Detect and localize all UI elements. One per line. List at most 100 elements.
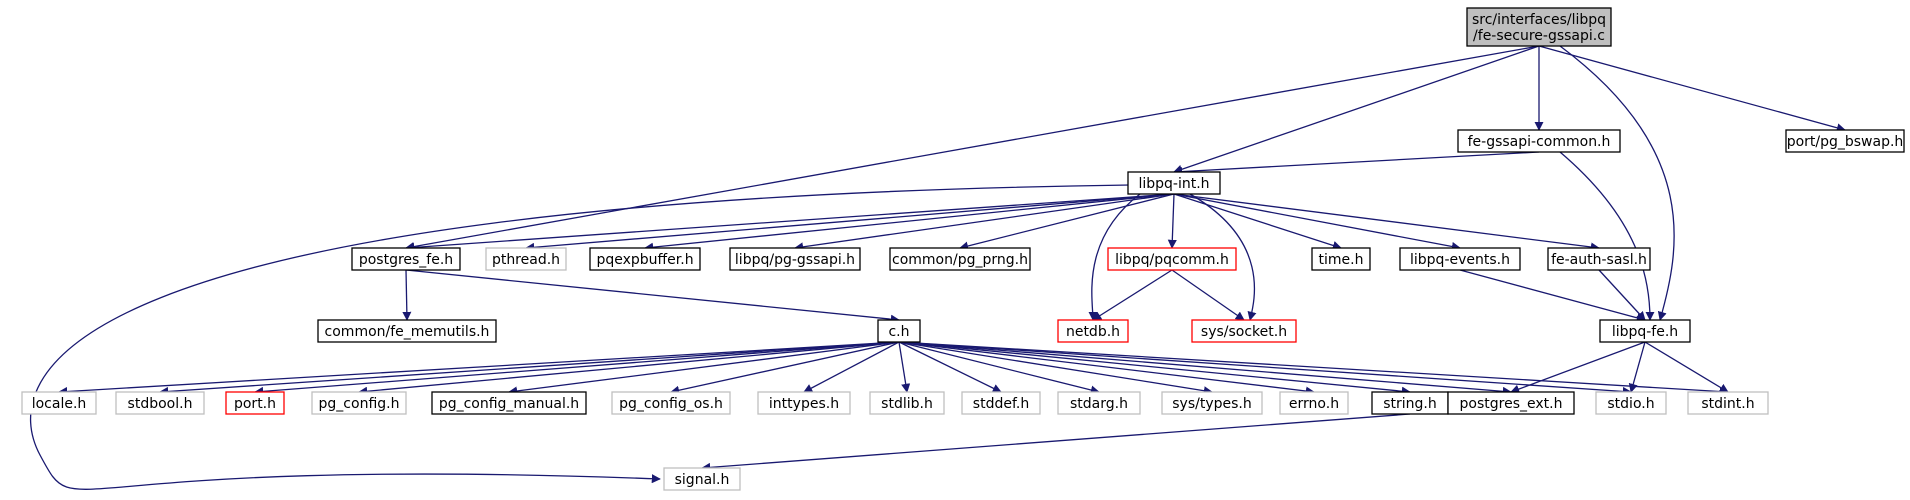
node-box: [757, 391, 851, 415]
node-box: [115, 391, 205, 415]
edge-libpq-int-to-signal: [29, 184, 1131, 490]
edge-c-h-to-errno: [898, 341, 1315, 396]
node-pg-config-manual[interactable]: pg_config_manual.h: [431, 391, 587, 415]
node-label: postgres_ext.h: [1460, 396, 1563, 412]
edge-libpq-int-to-fe-auth-sasl: [1173, 193, 1600, 252]
node-pg-config-os: pg_config_os.h: [611, 391, 731, 415]
node-postgres-ext[interactable]: postgres_ext.h: [1447, 391, 1575, 415]
node-common-pg-prng[interactable]: common/pg_prng.h: [889, 247, 1031, 271]
node-box: [1127, 171, 1221, 195]
node-box: [1057, 391, 1141, 415]
edge-fe-gssapi-common-to-libpq-fe: [1559, 151, 1655, 321]
node-common-fe-memutils[interactable]: common/fe_memutils.h: [317, 319, 497, 343]
edge-libpq-int-to-pqexpbuffer: [644, 193, 1175, 252]
node-label: stddef.h: [973, 396, 1029, 412]
node-stdbool: stdbool.h: [115, 391, 205, 415]
node-box: [961, 391, 1041, 415]
node-label: signal.h: [675, 472, 730, 488]
node-box: [351, 247, 461, 271]
node-box: [1399, 247, 1521, 271]
edge-c-h-to-locale: [58, 341, 900, 397]
edge-libpq-int-to-common-pg-prng: [959, 193, 1175, 251]
node-box: [1687, 391, 1769, 415]
edge-fe-gssapi-common-to-libpq-int: [1173, 151, 1540, 177]
node-pqexpbuffer[interactable]: pqexpbuffer.h: [589, 247, 701, 271]
node-label: stdlib.h: [881, 396, 933, 412]
node-box: [1457, 129, 1621, 153]
node-label: pthread.h: [492, 252, 560, 268]
node-libpq-pg-gssapi[interactable]: libpq/pg-gssapi.h: [729, 247, 861, 271]
edge-libpq-int-to-libpq-pg-gssapi: [794, 193, 1175, 252]
node-libpq-fe[interactable]: libpq-fe.h: [1599, 319, 1691, 343]
edge-libpq-int-to-netdb: [1088, 193, 1141, 321]
edge-root-to-libpq-int: [1173, 45, 1540, 174]
node-c-h[interactable]: c.h: [877, 319, 921, 343]
edge-libpq-int-to-postgres-fe: [405, 193, 1175, 252]
edge-root-to-postgres-fe: [405, 45, 1540, 252]
edge-c-h-to-inttypes: [803, 341, 900, 393]
edge-c-h-to-port-h: [254, 341, 900, 396]
edge-c-h-to-stdio: [898, 341, 1632, 396]
node-label: string.h: [1383, 396, 1437, 412]
node-label: /fe-secure-gssapi.c: [1473, 28, 1605, 44]
edge-c-h-to-stdarg: [898, 341, 1100, 395]
edge-c-h-to-string-h: [898, 341, 1411, 396]
node-string-h[interactable]: string.h: [1371, 391, 1449, 415]
node-box: [431, 391, 587, 415]
node-port-pg-bswap[interactable]: port/pg_bswap.h: [1785, 129, 1905, 153]
node-box: [1599, 319, 1691, 343]
node-label: sys/socket.h: [1201, 324, 1287, 340]
node-box: [1161, 391, 1263, 415]
node-stdio: stdio.h: [1595, 391, 1667, 415]
node-label: pg_config.h: [319, 396, 400, 412]
node-postgres-fe[interactable]: postgres_fe.h: [351, 247, 461, 271]
node-box: [1057, 319, 1129, 343]
node-label: locale.h: [32, 396, 87, 412]
node-libpq-events[interactable]: libpq-events.h: [1399, 247, 1521, 271]
edge-c-h-to-stdlib: [898, 341, 911, 393]
node-box: [1311, 247, 1371, 271]
node-libpq-pqcomm[interactable]: libpq/pqcomm.h: [1107, 247, 1237, 271]
edge-c-h-to-stdint: [898, 341, 1729, 397]
edge-libpq-fe-to-postgres-ext: [1510, 341, 1646, 394]
node-errno: errno.h: [1279, 391, 1349, 415]
nodes-layer: src/interfaces/libpq/fe-secure-gssapi.c f…: [21, 7, 1905, 491]
node-box: [1785, 129, 1905, 153]
node-label: pqexpbuffer.h: [596, 252, 693, 268]
node-box: [21, 391, 97, 415]
node-box: [589, 247, 701, 271]
node-label: common/pg_prng.h: [892, 252, 1028, 268]
edge-fe-auth-sasl-to-libpq-fe: [1598, 269, 1646, 321]
node-label: pg_config_manual.h: [439, 396, 579, 412]
node-label: c.h: [888, 324, 909, 340]
edge-libpq-int-to-sys-socket: [1189, 193, 1257, 321]
node-time-h[interactable]: time.h: [1311, 247, 1371, 271]
edge-libpq-pqcomm-to-netdb: [1092, 269, 1173, 321]
node-box: [1107, 247, 1237, 271]
node-box: [1595, 391, 1667, 415]
node-root[interactable]: src/interfaces/libpq/fe-secure-gssapi.c: [1466, 7, 1612, 47]
edge-c-h-to-pg-config-manual: [508, 341, 900, 396]
edge-root-to-port-pg-bswap: [1538, 45, 1846, 133]
node-sys-socket[interactable]: sys/socket.h: [1191, 319, 1297, 343]
node-label: libpq/pqcomm.h: [1115, 252, 1229, 268]
edge-libpq-int-to-time-h: [1173, 193, 1342, 250]
node-box: [877, 319, 921, 343]
edge-libpq-int-to-libpq-pqcomm: [1167, 193, 1177, 249]
node-fe-gssapi-common[interactable]: fe-gssapi-common.h: [1457, 129, 1621, 153]
node-label: time.h: [1319, 252, 1364, 268]
node-box: [1279, 391, 1349, 415]
node-label: stdarg.h: [1070, 396, 1128, 412]
node-box: [889, 247, 1031, 271]
node-fe-auth-sasl[interactable]: fe-auth-sasl.h: [1547, 247, 1651, 271]
edge-postgres-fe-to-common-fe-memutils: [402, 269, 412, 321]
edge-c-h-to-stdbool: [159, 341, 900, 396]
edge-c-h-to-pg-config-os: [670, 341, 900, 395]
edge-c-h-to-stddef: [898, 341, 1002, 393]
node-port-h[interactable]: port.h: [225, 391, 285, 415]
node-netdb[interactable]: netdb.h: [1057, 319, 1129, 343]
node-libpq-int[interactable]: libpq-int.h: [1127, 171, 1221, 195]
node-box: [869, 391, 945, 415]
node-sys-types: sys/types.h: [1161, 391, 1263, 415]
